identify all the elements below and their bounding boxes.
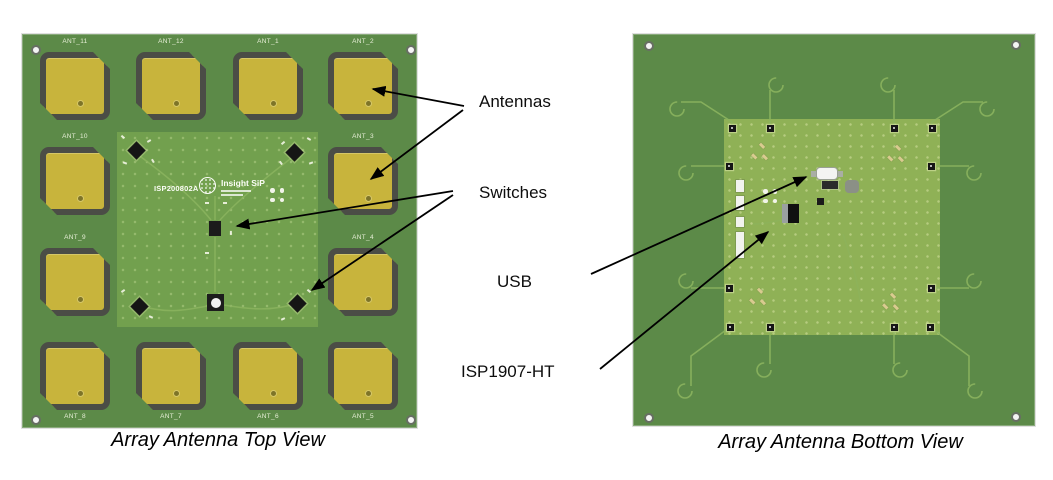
meander-traces bbox=[669, 77, 995, 399]
center-switch-chip bbox=[209, 221, 221, 236]
test-pads bbox=[763, 189, 777, 203]
antenna-feed-via bbox=[271, 101, 276, 106]
test-point-via bbox=[725, 284, 733, 292]
callout-usb: USB bbox=[497, 272, 532, 291]
antenna-patch bbox=[328, 342, 398, 410]
solder-pad bbox=[223, 202, 227, 204]
test-point-via bbox=[926, 323, 934, 331]
antenna-feed-via bbox=[78, 101, 83, 106]
antenna-label: ANT_10 bbox=[62, 133, 88, 140]
mounting-hole bbox=[644, 413, 654, 423]
test-point-via bbox=[928, 124, 936, 132]
component-chip bbox=[817, 198, 824, 205]
caption-top-view: Array Antenna Top View bbox=[111, 429, 325, 451]
antenna-patch bbox=[328, 147, 398, 215]
antenna-patch bbox=[233, 52, 303, 120]
solder-pad bbox=[205, 202, 209, 204]
antenna-patch bbox=[328, 248, 398, 316]
antenna-label: ANT_9 bbox=[64, 234, 86, 241]
antenna-feed-via bbox=[366, 391, 371, 396]
mounting-hole bbox=[1011, 412, 1021, 422]
antenna-feed-via bbox=[78, 297, 83, 302]
test-point-via bbox=[890, 323, 898, 331]
antenna-feed-via bbox=[366, 101, 371, 106]
antenna-feed-via bbox=[174, 101, 179, 106]
connector-pad bbox=[736, 180, 744, 192]
test-point-via bbox=[766, 124, 774, 132]
antenna-label: ANT_7 bbox=[160, 413, 182, 420]
callout-switches: Switches bbox=[479, 183, 548, 202]
antenna-feed-via bbox=[78, 196, 83, 201]
test-point-via bbox=[927, 284, 935, 292]
antenna-feed-via bbox=[174, 391, 179, 396]
mounting-hole bbox=[31, 415, 41, 425]
antenna-feed-via bbox=[366, 297, 371, 302]
silkscreen-tagline bbox=[221, 190, 251, 192]
silkscreen-url bbox=[221, 194, 243, 196]
insight-sip-logo-icon bbox=[199, 177, 216, 194]
antenna-patch bbox=[40, 147, 110, 215]
push-button bbox=[207, 294, 224, 311]
antenna-patch bbox=[40, 342, 110, 410]
solder-pad bbox=[205, 252, 209, 254]
antenna-label: ANT_3 bbox=[352, 133, 374, 140]
antenna-label: ANT_1 bbox=[257, 38, 279, 45]
antenna-label: ANT_4 bbox=[352, 234, 374, 241]
test-pads bbox=[270, 188, 284, 202]
antenna-feed-via bbox=[271, 391, 276, 396]
silkscreen-logo-text: Insight SiP bbox=[221, 178, 265, 188]
antenna-patch bbox=[40, 52, 110, 120]
callout-isp1907-ht: ISP1907-HT bbox=[461, 362, 555, 381]
antenna-label: ANT_11 bbox=[62, 38, 88, 45]
small-ic-chip bbox=[822, 181, 838, 189]
mounting-hole bbox=[406, 45, 416, 55]
mounting-hole bbox=[406, 415, 416, 425]
connector-pad bbox=[736, 232, 744, 258]
caption-bottom-view: Array Antenna Bottom View bbox=[718, 431, 963, 453]
callout-antennas: Antennas bbox=[479, 92, 551, 111]
antenna-patch bbox=[328, 52, 398, 120]
test-point-via bbox=[927, 162, 935, 170]
antenna-feed-via bbox=[366, 196, 371, 201]
test-point-via bbox=[726, 323, 734, 331]
test-point-via bbox=[728, 124, 736, 132]
antenna-patch bbox=[40, 248, 110, 316]
pcb-bottom-view bbox=[633, 34, 1035, 426]
inner-circuit-area-top: ISP200802A Insight SiP bbox=[117, 132, 318, 327]
connector-pad bbox=[736, 217, 744, 227]
antenna-feed-via bbox=[78, 391, 83, 396]
mounting-hole bbox=[31, 45, 41, 55]
isp1907-ht-module bbox=[782, 204, 799, 223]
connector-pad bbox=[736, 196, 744, 210]
antenna-label: ANT_2 bbox=[352, 38, 374, 45]
mounting-hole bbox=[1011, 40, 1021, 50]
antenna-patch bbox=[136, 342, 206, 410]
test-point-via bbox=[890, 124, 898, 132]
antenna-patch bbox=[233, 342, 303, 410]
crystal-component bbox=[845, 180, 859, 193]
rf-traces bbox=[136, 153, 298, 312]
usb-connector bbox=[816, 167, 838, 180]
usb-connector-shield bbox=[838, 171, 843, 177]
solder-pad bbox=[230, 230, 232, 235]
usb-connector-shield bbox=[811, 171, 816, 177]
test-point-via bbox=[725, 162, 733, 170]
antenna-patch bbox=[136, 52, 206, 120]
antenna-label: ANT_12 bbox=[158, 38, 184, 45]
mounting-hole bbox=[644, 41, 654, 51]
antenna-label: ANT_6 bbox=[257, 413, 279, 420]
antenna-label: ANT_5 bbox=[352, 413, 374, 420]
antenna-label: ANT_8 bbox=[64, 413, 86, 420]
silkscreen-part-number: ISP200802A bbox=[154, 184, 199, 193]
test-point-via bbox=[766, 323, 774, 331]
